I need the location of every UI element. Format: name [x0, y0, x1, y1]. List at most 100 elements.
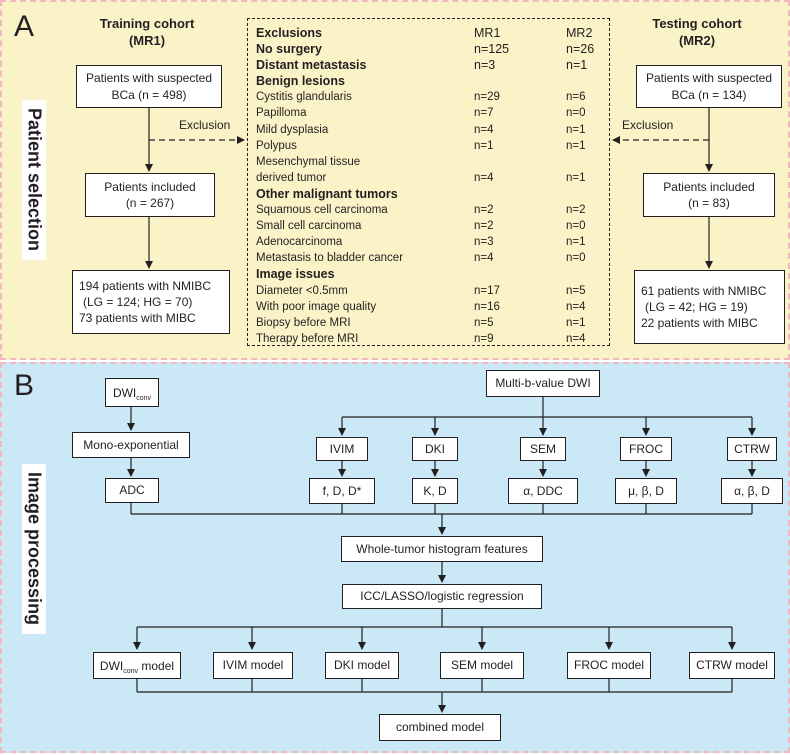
- exclusion-mr2: n=4: [566, 332, 586, 345]
- exclusion-mr1: n=16: [474, 300, 500, 313]
- ivim-params-box: f, D, D*: [309, 478, 375, 504]
- exclusion-label: derived tumor: [256, 171, 327, 184]
- exclusion-label: Biopsy before MRI: [256, 316, 351, 329]
- dwi-text: DWI: [99, 659, 124, 673]
- exclusion-label-left: Exclusion: [179, 118, 231, 132]
- ivim-box: IVIM: [316, 437, 368, 461]
- text-line: Patients with suspected: [85, 71, 213, 86]
- exclusion-label: Papilloma: [256, 107, 307, 120]
- exclusion-label: Therapy before MRI: [256, 332, 359, 345]
- training-cohort-heading: Training cohort (MR1): [82, 16, 212, 50]
- exclusion-mr2: n=26: [566, 42, 595, 56]
- conv-subscript: conv: [123, 668, 139, 675]
- exclusion-mr1: n=3: [474, 58, 496, 73]
- training-heading-line2: (MR1): [128, 32, 166, 48]
- regression-box: ICC/LASSO/logistic regression: [342, 584, 542, 609]
- exclusion-label: Squamous cell carcinoma: [256, 204, 388, 216]
- text-line: (n = 267): [125, 196, 175, 210]
- header-label: Exclusions: [256, 26, 322, 40]
- text-line: Patients included: [663, 179, 755, 194]
- exclusions-header: Exclusions MR1 MR2: [256, 26, 606, 41]
- exclusion-mr2: n=1: [566, 139, 586, 152]
- exclusion-mr2: n=4: [566, 300, 586, 313]
- exclusion-label: Mesenchymal tissue: [256, 155, 361, 168]
- exclusion-label: Benign lesions: [256, 74, 345, 89]
- ivim-model-box: IVIM model: [213, 652, 293, 679]
- panel-image-processing: B Image processing: [0, 362, 790, 753]
- dki-model-box: DKI model: [325, 652, 399, 679]
- dki-box: DKI: [412, 437, 458, 461]
- exclusion-mr1: n=125: [474, 42, 510, 56]
- exclusion-row: Cystitis glandularis n=29 n=6: [256, 90, 606, 105]
- sem-box: SEM: [520, 437, 566, 461]
- exclusion-mr1: n=4: [474, 171, 494, 184]
- exclusion-row: Mild dysplasia n=4 n=1: [256, 123, 606, 138]
- froc-params-box: μ, β, D: [615, 478, 677, 504]
- exclusion-mr2: n=6: [566, 91, 586, 104]
- side-label-patient-selection: Patient selection: [22, 100, 46, 260]
- exclusion-row: Mesenchymal tissue: [256, 155, 606, 170]
- panel-letter-a: A: [14, 10, 35, 43]
- exclusion-label: Cystitis glandularis: [256, 91, 352, 104]
- header-mr2: MR2: [566, 26, 593, 40]
- exclusion-mr1: n=4: [474, 252, 494, 265]
- exclusion-label-right: Exclusion: [622, 118, 674, 132]
- training-final-box: 194 patients with NMIBC (LG = 124; HG = …: [72, 270, 230, 334]
- exclusion-row: Adenocarcinoma n=3 n=1: [256, 235, 606, 250]
- testing-cohort-heading: Testing cohort (MR2): [632, 16, 762, 50]
- text-line: Patients included: [104, 179, 196, 194]
- exclusion-mr1: n=2: [474, 220, 494, 233]
- sem-model-box: SEM model: [440, 652, 524, 679]
- exclusion-mr2: n=1: [566, 123, 586, 136]
- panel-letter-b: B: [14, 369, 35, 402]
- exclusion-mr1: n=1: [474, 139, 494, 152]
- exclusion-row: Other malignant tumors: [256, 187, 606, 202]
- exclusion-mr1: n=29: [474, 91, 500, 104]
- exclusion-label: Mild dysplasia: [256, 123, 329, 136]
- exclusion-mr2: n=0: [566, 252, 586, 265]
- text-line: (n = 83): [688, 196, 730, 210]
- text-line: 61 patients with NMIBC: [641, 283, 767, 298]
- panel-b-connectors: [127, 396, 756, 713]
- training-heading-line1: Training cohort: [99, 16, 195, 31]
- header-mr1: MR1: [474, 26, 501, 40]
- dwi-text: DWI: [112, 386, 137, 400]
- text-line: 73 patients with MIBC: [79, 311, 196, 326]
- text-line: 22 patients with MIBC: [641, 316, 758, 331]
- exclusion-mr1: n=3: [474, 236, 494, 249]
- dki-params-box: K, D: [412, 478, 458, 504]
- testing-included-box: Patients included (n = 83): [643, 173, 775, 217]
- exclusion-row: No surgery n=125 n=26: [256, 42, 606, 57]
- exclusion-mr1: n=9: [474, 332, 494, 345]
- exclusion-mr1: n=4: [474, 123, 494, 136]
- testing-heading-line1: Testing cohort: [652, 16, 742, 31]
- exclusion-mr1: n=5: [474, 316, 494, 329]
- exclusion-label: Adenocarcinoma: [256, 236, 343, 249]
- text-line: BCa (n = 498): [111, 87, 187, 102]
- combined-model-box: combined model: [379, 714, 501, 741]
- exclusion-mr2: n=1: [566, 236, 586, 249]
- text-line: (LG = 42; HG = 19): [645, 299, 748, 314]
- adc-box: ADC: [105, 478, 159, 503]
- mono-exponential-box: Mono-exponential: [72, 432, 190, 458]
- training-included-box: Patients included (n = 267): [85, 173, 215, 217]
- exclusion-label: Small cell carcinoma: [256, 220, 362, 233]
- testing-suspected-box: Patients with suspected BCa (n = 134): [636, 65, 782, 108]
- exclusion-mr1: n=7: [474, 107, 494, 120]
- training-suspected-box: Patients with suspected BCa (n = 498): [76, 65, 222, 108]
- exclusion-mr1: n=2: [474, 204, 494, 216]
- sem-params-box: α, DDC: [508, 478, 578, 504]
- side-label-image-processing: Image processing: [22, 464, 46, 634]
- exclusion-label: With poor image quality: [256, 300, 377, 313]
- text-line: BCa (n = 134): [671, 87, 747, 102]
- exclusion-row: Therapy before MRI n=9 n=4: [256, 332, 606, 347]
- exclusion-label: Polypus: [256, 139, 297, 152]
- exclusion-label: No surgery: [256, 42, 322, 56]
- exclusion-row: With poor image quality n=16 n=4: [256, 300, 606, 315]
- testing-heading-line2: (MR2): [678, 32, 716, 48]
- exclusion-row: Image issues: [256, 267, 606, 282]
